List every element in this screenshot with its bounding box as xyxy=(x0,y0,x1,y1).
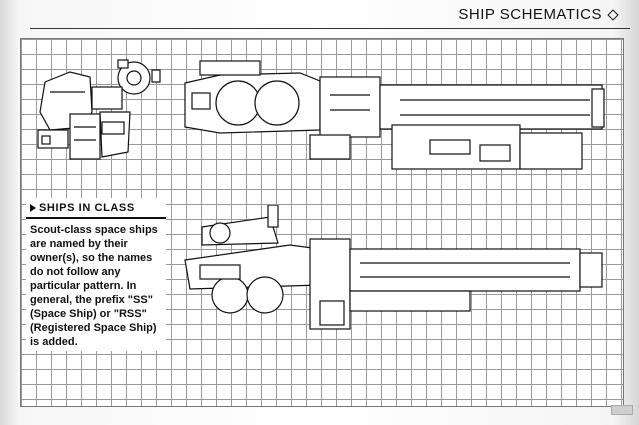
header-rule xyxy=(30,28,630,29)
page-title-text: SHIP SCHEMATICS xyxy=(458,6,602,23)
triangle-icon xyxy=(30,204,36,212)
page-corner-tab xyxy=(611,405,633,415)
front-view-schematic xyxy=(37,59,161,160)
side-view-schematic-upper xyxy=(184,60,605,170)
side-view-schematic-lower xyxy=(184,205,603,330)
section-heading-text: SHIPS IN CLASS xyxy=(39,202,135,214)
section-heading: SHIPS IN CLASS xyxy=(26,198,166,219)
section-body-text: Scout-class space ships are named by the… xyxy=(30,224,158,348)
diamond-icon xyxy=(607,8,619,21)
ships-in-class-panel: SHIPS IN CLASS Scout-class space ships a… xyxy=(26,198,166,351)
page-title: SHIP SCHEMATICS xyxy=(458,6,619,23)
